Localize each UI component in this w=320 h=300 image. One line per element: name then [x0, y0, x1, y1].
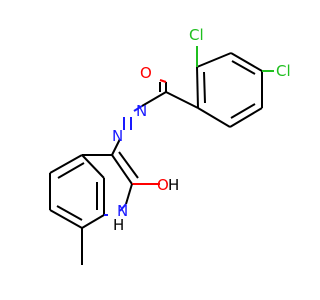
bond: [81, 154, 105, 179]
atom-chlorine-right: Cl: [276, 62, 291, 80]
bond: [196, 52, 232, 68]
bond: [118, 151, 139, 179]
bond: [231, 60, 256, 75]
atom-oxygen-hydroxyl: O: [157, 176, 169, 194]
bond: [125, 183, 133, 205]
indole-benzene-ring: [49, 154, 112, 229]
atom-nitrogen-upper: N: [136, 102, 147, 120]
bond: [111, 154, 133, 185]
bond: [196, 66, 199, 109]
dichlorophenyl-ring: [196, 52, 263, 128]
molecule-structure: Cl Cl O N N O H N H: [49, 26, 291, 265]
atom-hydrogen-ring: H: [113, 216, 124, 234]
bond: [57, 162, 85, 179]
atom-nitrogen-ring: N: [117, 202, 128, 220]
bond: [229, 107, 263, 128]
bond-nitrogen: [133, 105, 143, 112]
bond: [230, 103, 256, 119]
bond: [49, 154, 83, 174]
bond: [165, 91, 199, 109]
atom-hydrogen-hydroxyl: H: [168, 176, 179, 194]
bond: [81, 214, 105, 229]
atom-chlorine-top: Cl: [189, 26, 204, 44]
bond: [141, 91, 167, 107]
bond: [56, 205, 83, 221]
bond-nitrogen: [119, 203, 127, 212]
bond-oxygen: [159, 79, 167, 83]
atom-oxygen-carbonyl: O: [140, 64, 152, 82]
bond: [197, 107, 231, 128]
bond: [203, 71, 206, 104]
bond: [49, 209, 83, 229]
atom-nitrogen-lower: N: [112, 127, 123, 145]
bond: [111, 138, 121, 156]
bond: [230, 52, 263, 72]
